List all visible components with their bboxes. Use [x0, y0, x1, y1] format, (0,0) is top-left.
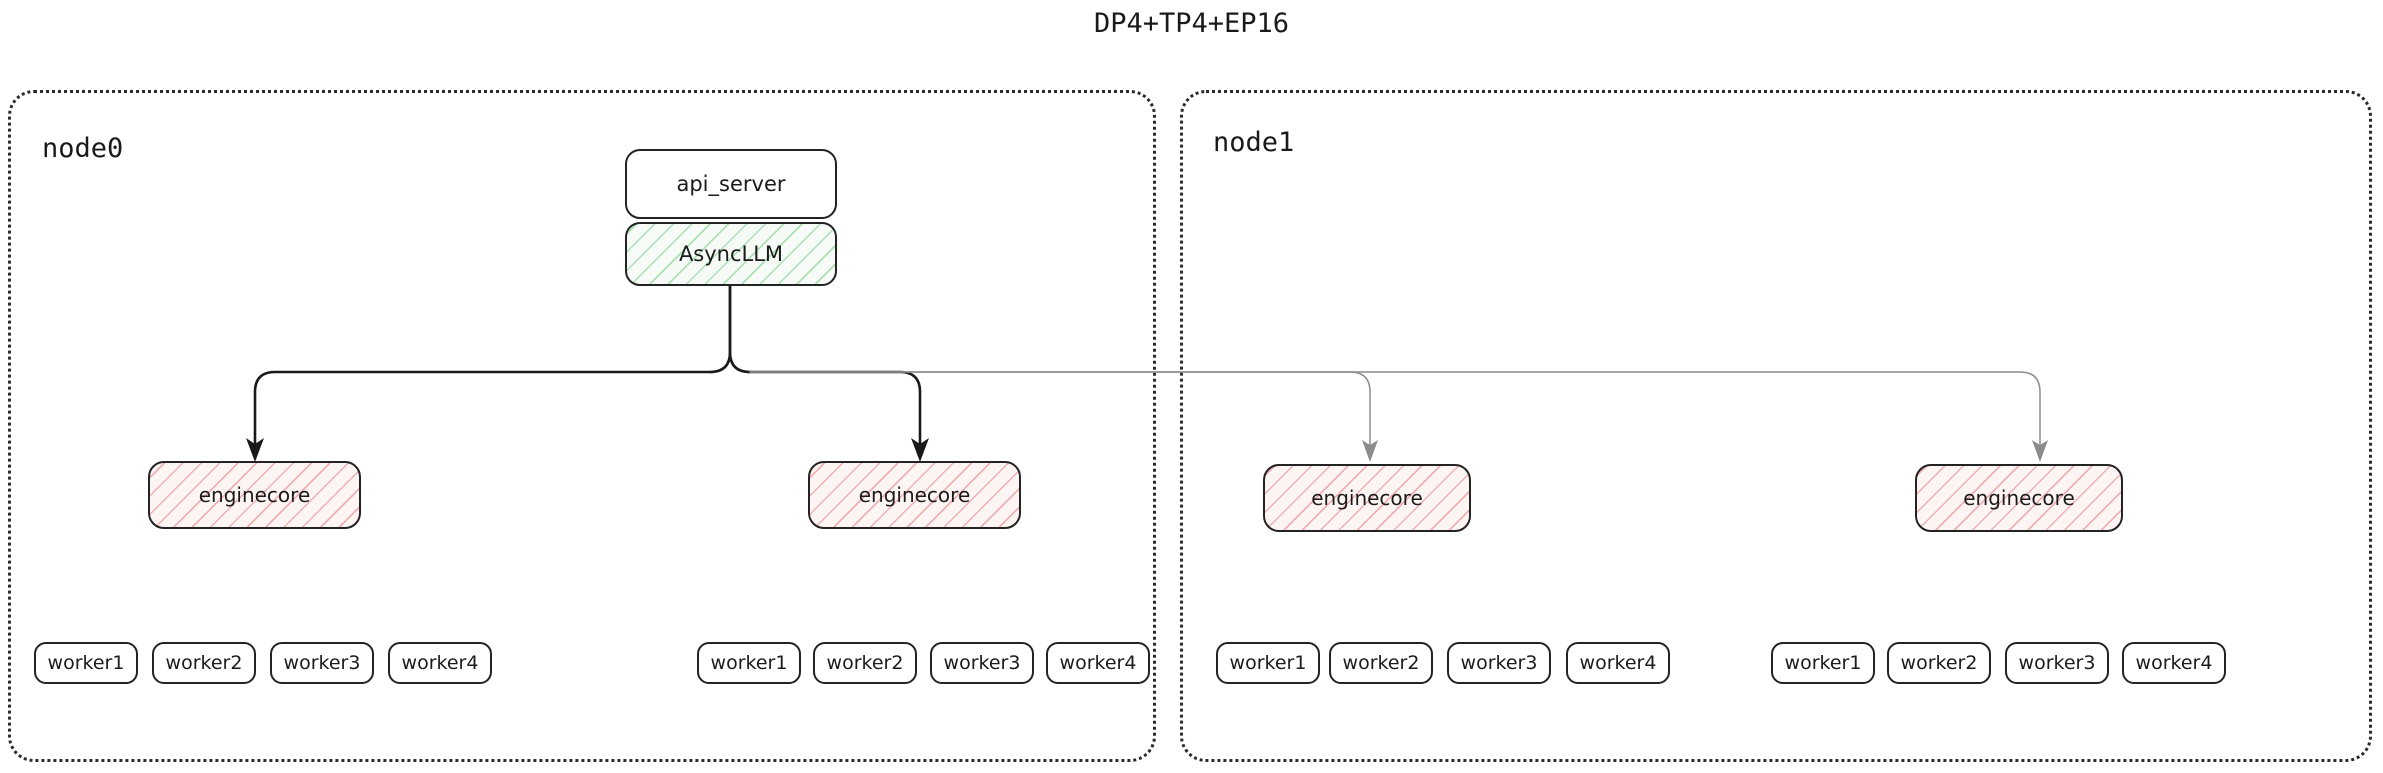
worker-box[interactable]: worker3 — [930, 642, 1034, 684]
worker-box[interactable]: worker3 — [1447, 642, 1551, 684]
worker-box[interactable]: worker2 — [152, 642, 256, 684]
page-title: DP4+TP4+EP16 — [1093, 8, 1290, 39]
enginecore-box[interactable]: enginecore — [1915, 464, 2123, 532]
worker-box[interactable]: worker2 — [1329, 642, 1433, 684]
node-label-node1: node1 — [1213, 127, 1295, 158]
worker-box[interactable]: worker1 — [1771, 642, 1875, 684]
worker-box[interactable]: worker1 — [1216, 642, 1320, 684]
enginecore-box[interactable]: enginecore — [148, 461, 361, 529]
async-llm-box[interactable]: AsyncLLM — [625, 222, 837, 286]
worker-box[interactable]: worker1 — [697, 642, 801, 684]
worker-box[interactable]: worker3 — [270, 642, 374, 684]
worker-box[interactable]: worker2 — [813, 642, 917, 684]
worker-box[interactable]: worker3 — [2005, 642, 2109, 684]
worker-box[interactable]: worker4 — [1046, 642, 1150, 684]
enginecore-box[interactable]: enginecore — [808, 461, 1021, 529]
worker-box[interactable]: worker1 — [34, 642, 138, 684]
worker-box[interactable]: worker4 — [388, 642, 492, 684]
worker-box[interactable]: worker4 — [1566, 642, 1670, 684]
node-label-node0: node0 — [42, 133, 124, 164]
worker-box[interactable]: worker2 — [1887, 642, 1991, 684]
worker-box[interactable]: worker4 — [2122, 642, 2226, 684]
api-server-box[interactable]: api_server — [625, 149, 837, 219]
enginecore-box[interactable]: enginecore — [1263, 464, 1471, 532]
